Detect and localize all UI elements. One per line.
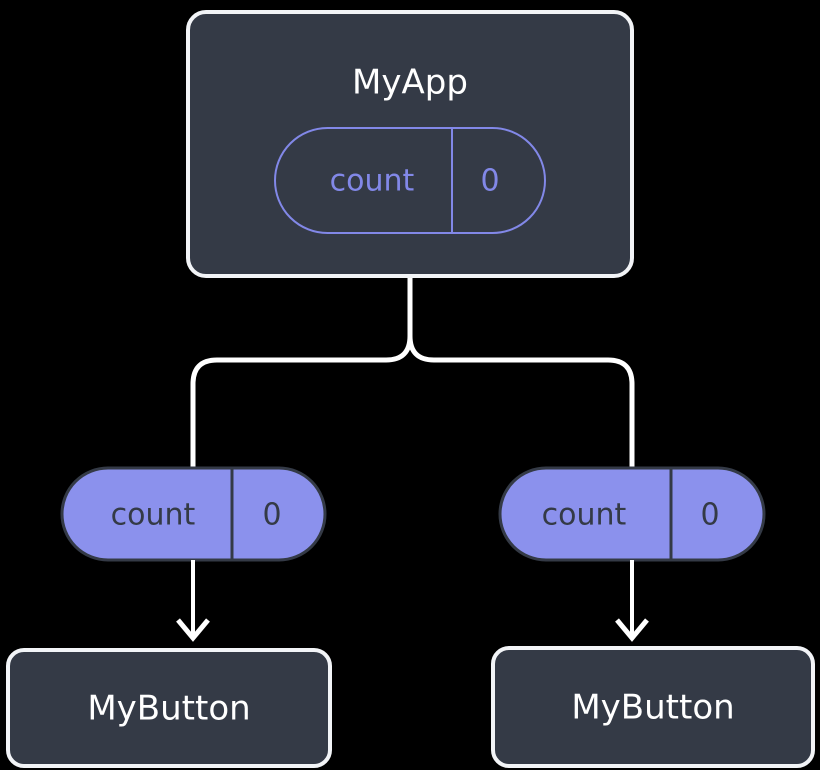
connector-group — [190, 276, 635, 474]
node-mybutton-right-background — [493, 648, 813, 766]
parent-to-children-fork-connector — [190, 276, 413, 474]
node-mybutton-right-label: MyButton — [571, 688, 734, 728]
node-mybutton-left-label: MyButton — [87, 689, 250, 729]
state-pill-left-value: 0 — [262, 498, 281, 533]
state-to-child-arrow-left — [176, 560, 210, 642]
state-pill-myapp[interactable]: count 0 — [274, 127, 546, 234]
parent-to-children-fork-connector-right — [407, 335, 635, 474]
state-to-child-arrow-right — [615, 560, 649, 642]
branch-left: count 0 MyButton — [6, 466, 332, 768]
node-myapp[interactable]: MyApp count 0 — [186, 10, 634, 278]
state-pill-myapp-shape — [274, 127, 546, 234]
state-pill-right-value: 0 — [700, 498, 719, 533]
state-pill-myapp-key: count — [330, 164, 415, 199]
branch-right: count 0 MyButton — [491, 466, 815, 768]
node-mybutton-left[interactable]: MyButton — [6, 648, 332, 768]
state-pill-left-key: count — [111, 498, 196, 533]
state-to-child-arrow-left-head — [176, 618, 210, 642]
state-to-child-arrow-right-head — [615, 618, 649, 642]
node-myapp-label: MyApp — [352, 63, 468, 103]
node-mybutton-right-border — [491, 646, 815, 768]
node-mybutton-left-border — [6, 648, 332, 768]
node-myapp-background — [188, 12, 632, 276]
node-myapp-border — [186, 10, 634, 278]
state-pill-right[interactable]: count 0 — [498, 466, 766, 562]
node-mybutton-right[interactable]: MyButton — [491, 646, 815, 768]
state-pill-right-key: count — [542, 498, 627, 533]
state-pill-left[interactable]: count 0 — [60, 466, 327, 562]
node-mybutton-left-background — [8, 650, 330, 766]
state-pill-right-shape — [498, 466, 766, 562]
state-pill-myapp-value: 0 — [480, 164, 499, 199]
